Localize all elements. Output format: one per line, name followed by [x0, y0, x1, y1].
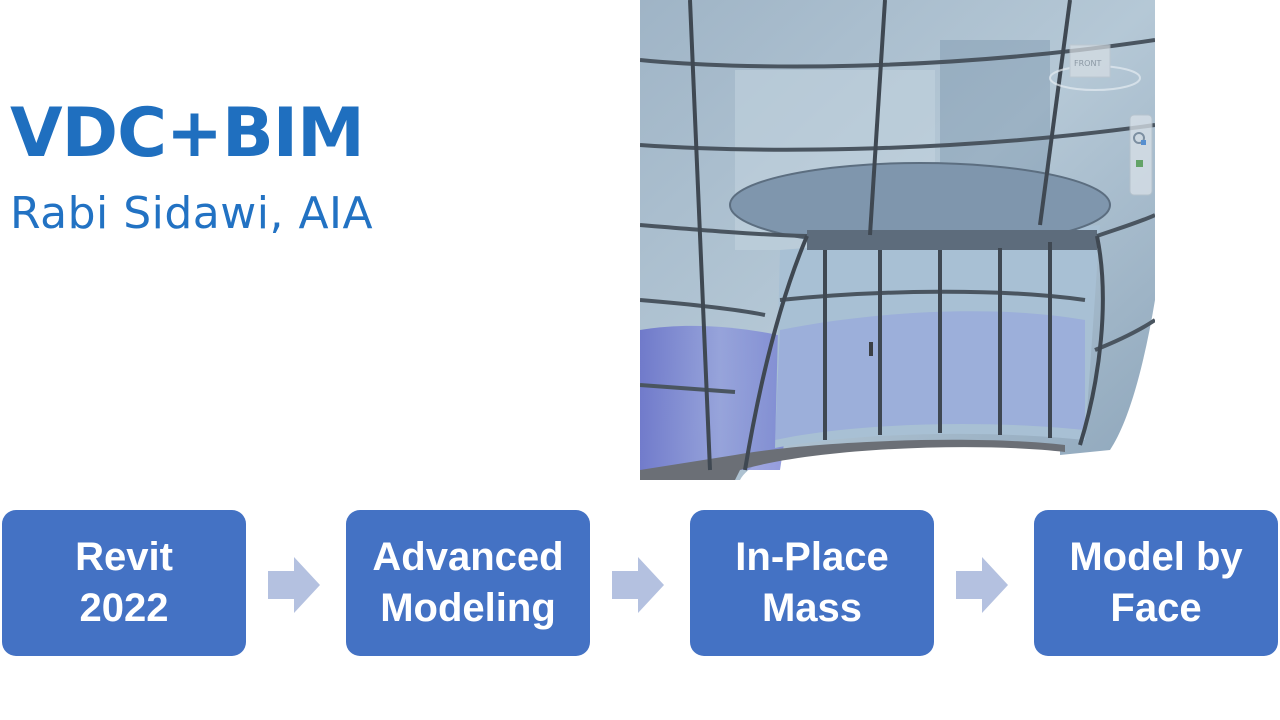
step-label-line2: Face	[1110, 586, 1202, 630]
step-revit-2022: Revit 2022	[2, 510, 246, 656]
building-render-image: FRONT	[640, 0, 1155, 480]
step-in-place-mass: In-Place Mass	[690, 510, 934, 656]
slide-subtitle: Rabi Sidawi, AIA	[10, 188, 374, 239]
step-label-line1: Model by	[1069, 534, 1243, 579]
arrow-right-icon	[268, 557, 320, 613]
step-label-line1: Revit	[75, 534, 173, 579]
view-cube-label: FRONT	[1074, 59, 1101, 68]
step-advanced-modeling: Advanced Modeling	[346, 510, 590, 656]
step-label-line1: Advanced	[372, 534, 564, 579]
step-model-by-face: Model by Face	[1034, 510, 1278, 656]
slide-title: VDC+BIM	[10, 94, 365, 173]
step-label-line2: Mass	[761, 586, 863, 630]
step-label-line1: In-Place	[735, 534, 889, 579]
arrow-right-icon	[612, 557, 664, 613]
step-label-line2: 2022	[79, 586, 169, 630]
arrow-right-icon	[956, 557, 1008, 613]
step-label-line2: Modeling	[380, 586, 556, 630]
